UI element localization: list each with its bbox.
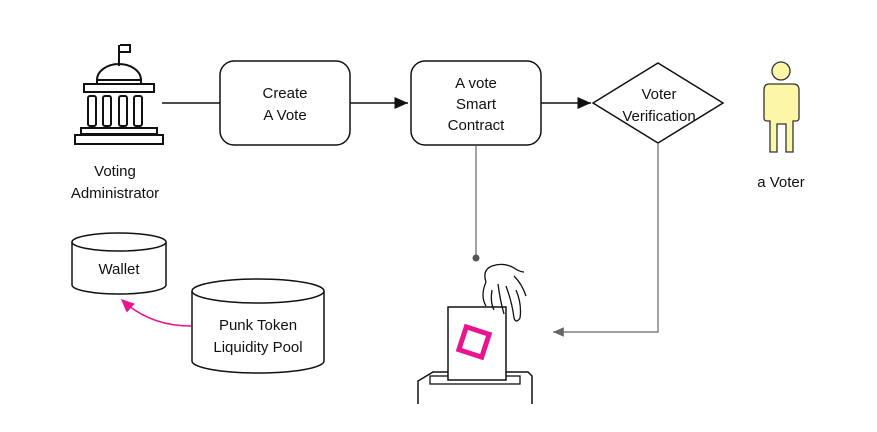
connector-endpoint-dot	[472, 254, 480, 262]
wallet-label: Wallet	[98, 261, 140, 278]
smart-contract-line3: Contract	[448, 117, 506, 134]
create-vote-line2: A Vote	[263, 107, 306, 124]
voter-verification-diamond[interactable]	[591, 62, 725, 144]
admin-label-line1: Voting	[94, 163, 136, 180]
admin-label-line2: Administrator	[71, 185, 159, 202]
person-icon	[763, 61, 800, 153]
arrow-verification-ballot	[553, 143, 659, 337]
liquidity-pool-cylinder[interactable]	[191, 278, 325, 374]
verification-line2: Verification	[622, 108, 695, 125]
wallet-cylinder[interactable]	[71, 232, 167, 295]
voter-label: a Voter	[757, 174, 805, 191]
create-vote-box[interactable]	[219, 60, 351, 146]
verification-line1: Voter	[641, 86, 676, 103]
ballot-box-icon	[417, 263, 533, 404]
smart-contract-line1: A vote	[455, 75, 497, 92]
pool-label-line1: Punk Token	[219, 317, 297, 334]
government-building-icon	[74, 44, 164, 145]
pool-label-line2: Liquidity Pool	[213, 339, 302, 356]
smart-contract-line2: Smart	[456, 96, 497, 113]
arrow-pool-wallet	[120, 298, 192, 327]
create-vote-line1: Create	[262, 85, 307, 102]
